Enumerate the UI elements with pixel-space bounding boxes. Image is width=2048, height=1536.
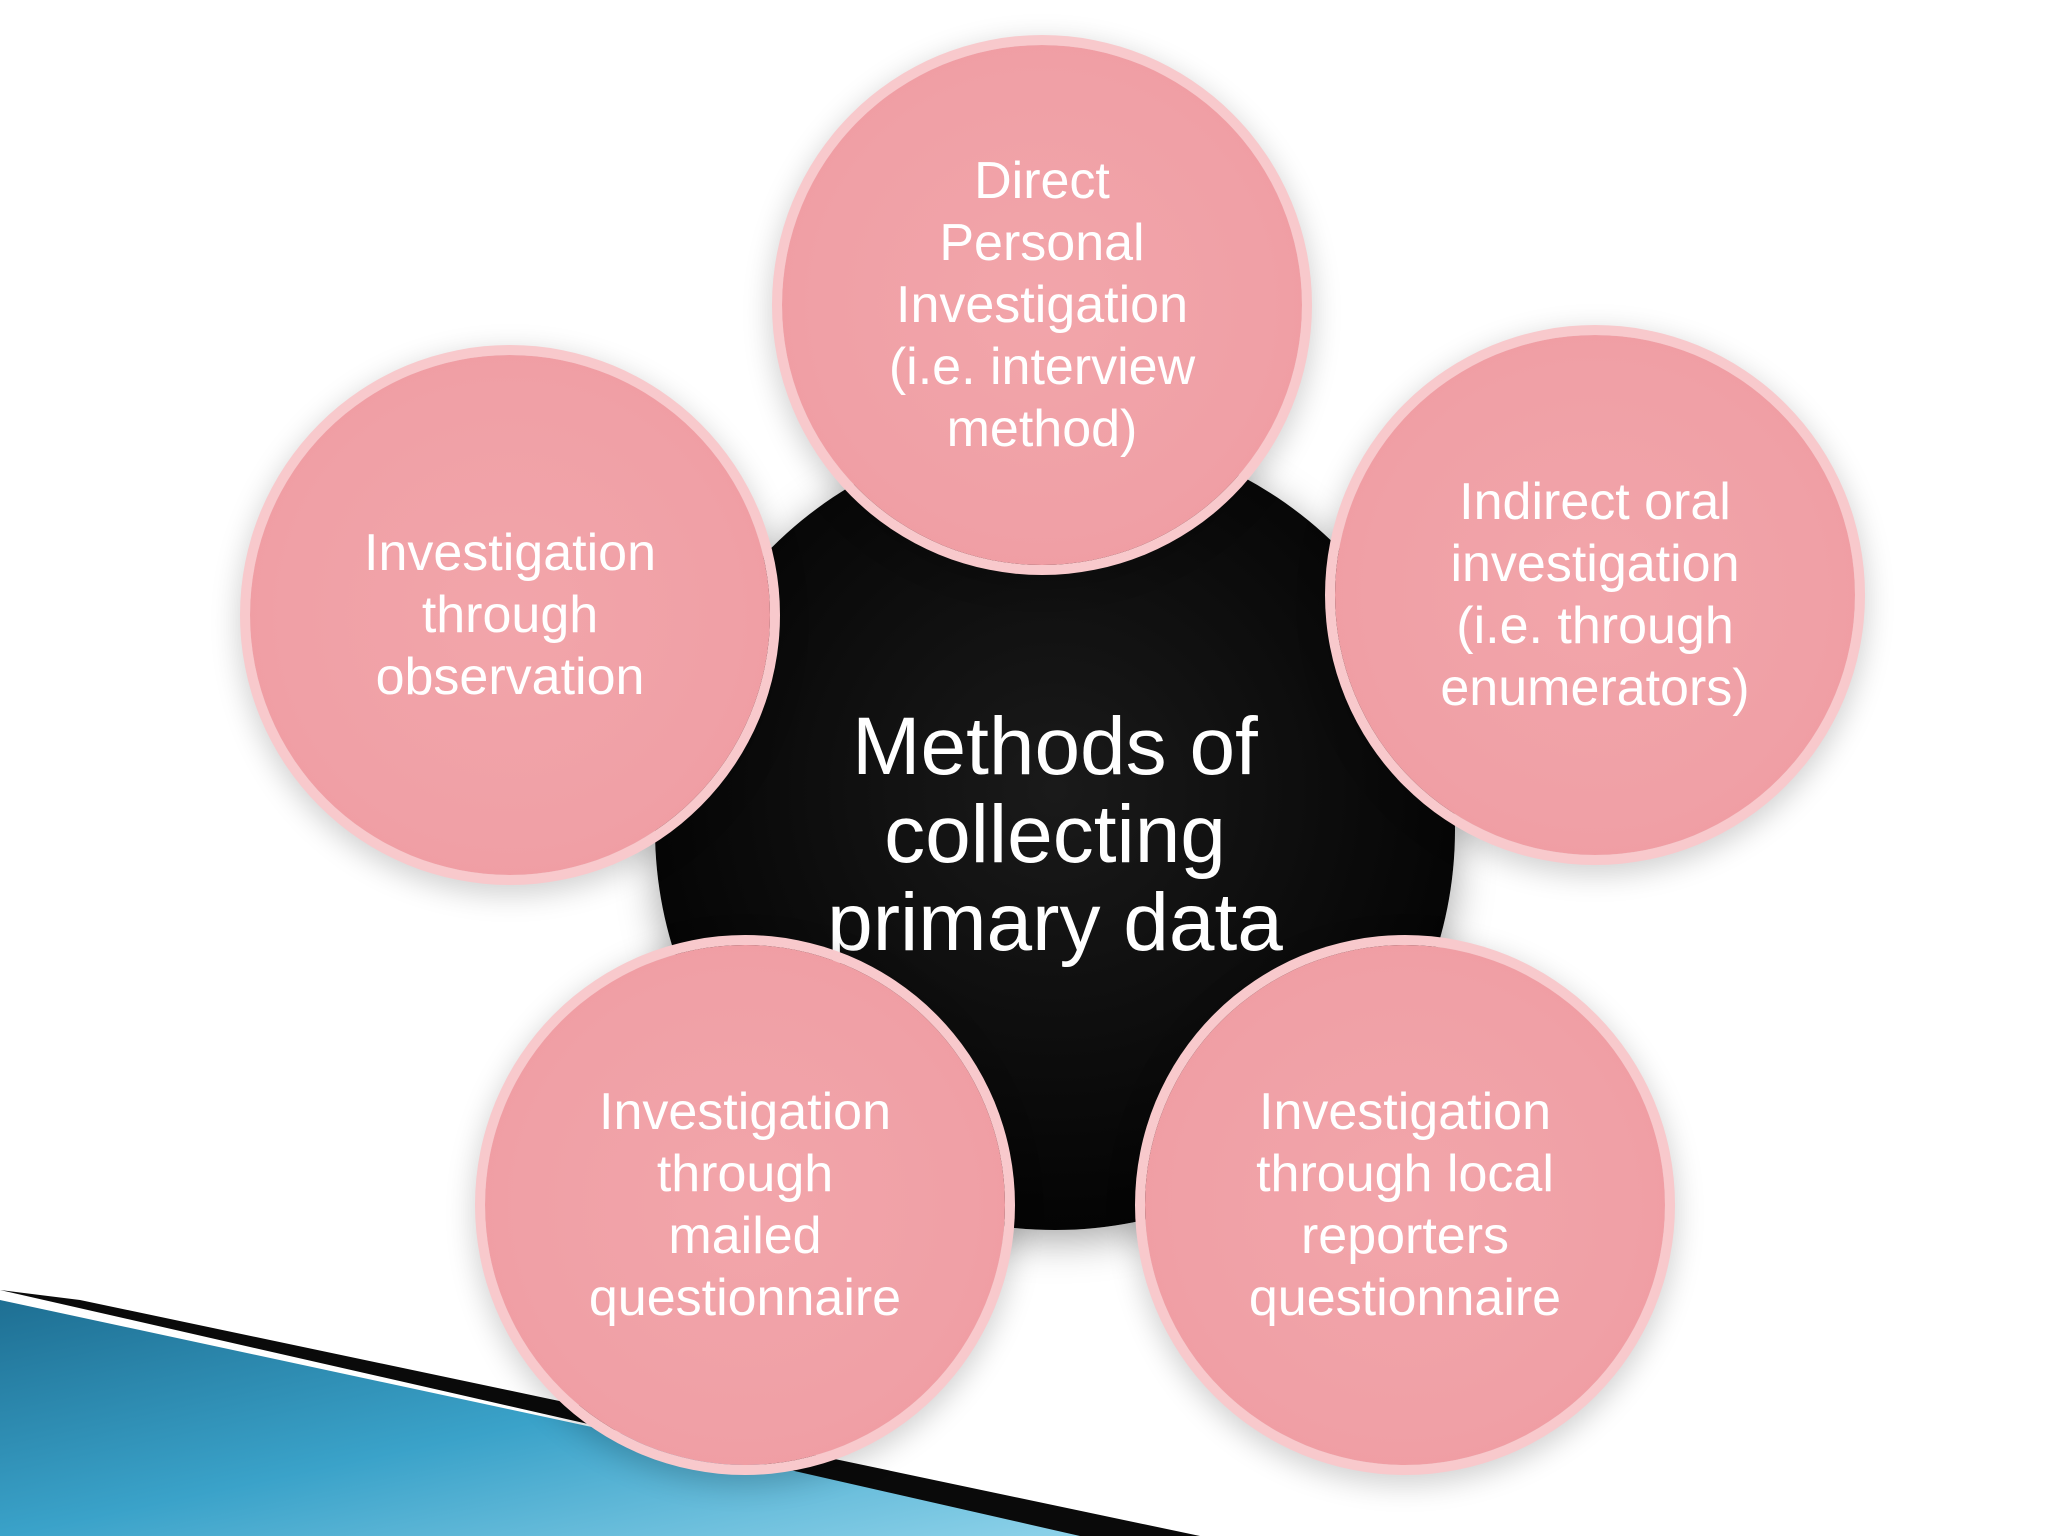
node-mailed-questionnaire: Investigation through mailed questionnai… xyxy=(485,945,1005,1465)
node-direct-personal-investigation: Direct Personal Investigation (i.e. inte… xyxy=(782,45,1302,565)
node-label: Direct Personal Investigation (i.e. inte… xyxy=(888,152,1196,458)
node-label: Investigation through mailed questionnai… xyxy=(588,1083,902,1327)
node-indirect-oral-investigation: Indirect oral investigation (i.e. throug… xyxy=(1335,335,1855,855)
node-label: Investigation through local reporters qu… xyxy=(1248,1083,1562,1327)
node-observation: Investigation through observation xyxy=(250,355,770,875)
node-local-reporters: Investigation through local reporters qu… xyxy=(1145,945,1665,1465)
node-label: Indirect oral investigation (i.e. throug… xyxy=(1440,473,1750,717)
node-label: Investigation through observation xyxy=(364,524,656,706)
center-hub-label: Methods of collecting primary data xyxy=(827,701,1283,968)
